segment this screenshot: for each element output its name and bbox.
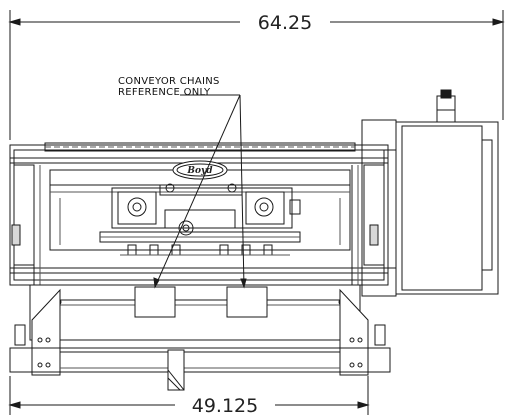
leader-lines [153, 94, 247, 289]
top-dimension-line [8, 10, 505, 140]
logo-badge [172, 160, 228, 180]
logo-text: Boyd [186, 166, 213, 176]
note-line-1: CONVEYOR CHAINS [118, 76, 220, 87]
sprocket-assembly [99, 183, 301, 256]
bottom-dimension-value: 49.125 [192, 395, 258, 417]
conveyor-section [14, 284, 386, 376]
main-frame [9, 142, 389, 286]
note-line-2: REFERENCE ONLY [118, 87, 211, 98]
bottom-dimension-line [8, 376, 370, 415]
base-platform [9, 347, 391, 391]
motor-unit [361, 89, 499, 297]
top-dimension-value: 64.25 [258, 12, 312, 34]
